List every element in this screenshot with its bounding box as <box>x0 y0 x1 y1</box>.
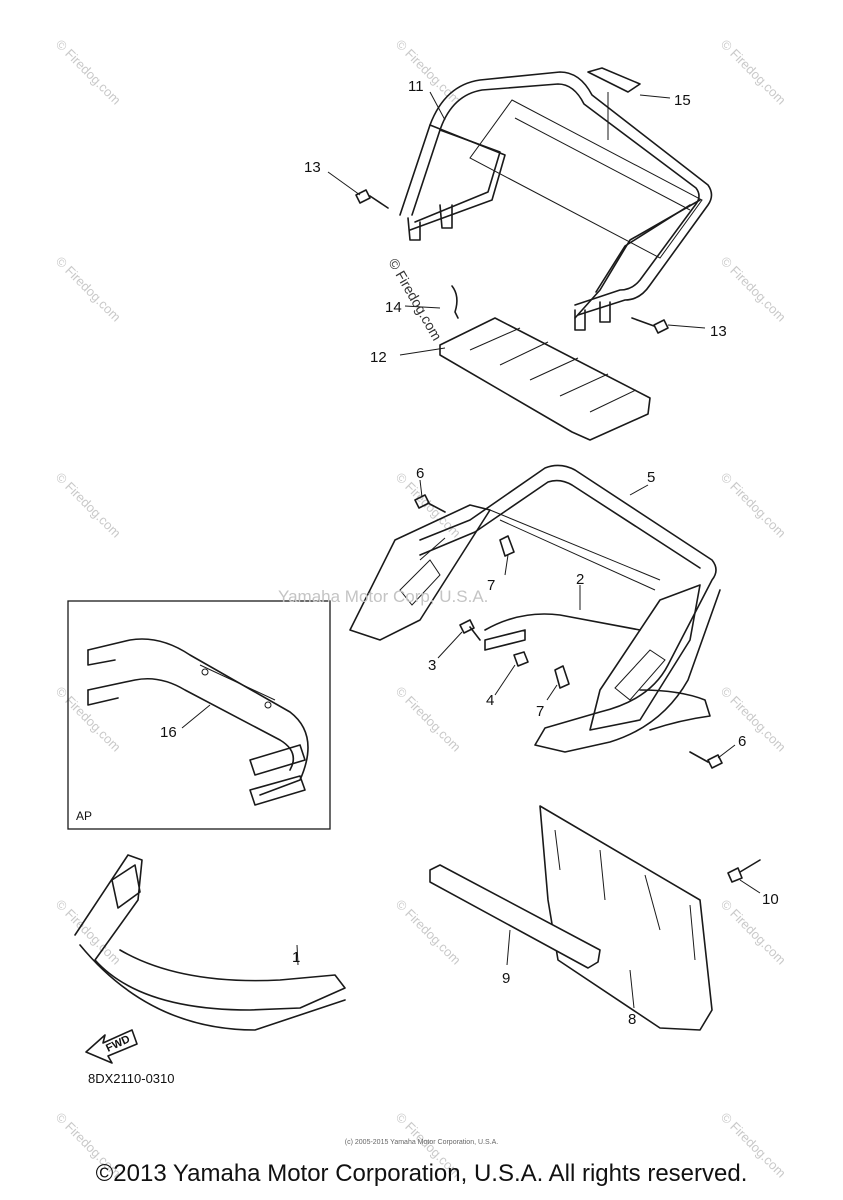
fwd-arrow: FWD <box>85 1029 138 1064</box>
part-12-deck-plate <box>439 317 651 441</box>
copyright-footer: ©2013 Yamaha Motor Corporation, U.S.A. A… <box>95 1160 748 1187</box>
watermark: © Firedog.com <box>718 37 789 108</box>
callout-4: 4 <box>486 692 494 709</box>
callout-3: 3 <box>428 657 436 674</box>
callout-5: 5 <box>647 469 655 486</box>
watermark: © Firedog.com <box>53 37 124 108</box>
tiny-copyright: (c) 2005-2015 Yamaha Motor Corporation, … <box>344 1139 499 1146</box>
callout-12: 12 <box>370 349 387 366</box>
diagram-code: 8DX2110-0310 <box>88 1071 175 1086</box>
callout-2: 2 <box>576 571 584 588</box>
callout-1: 1 <box>292 949 300 966</box>
watermark: © Firedog.com <box>718 684 789 755</box>
part-5-rear-frame <box>349 464 721 753</box>
callout-14: 14 <box>385 299 402 316</box>
callout-6a: 6 <box>416 465 424 482</box>
watermark: © Firedog.com <box>393 470 464 541</box>
callout-11: 11 <box>408 78 424 95</box>
leader-lines <box>181 91 761 1009</box>
watermark: © Firedog.com <box>393 37 464 108</box>
watermark: © Firedog.com <box>53 470 124 541</box>
watermark: © Firedog.com <box>53 897 124 968</box>
callout-13b: 13 <box>710 323 727 340</box>
watermark: © Firedog.com <box>393 897 464 968</box>
inset-ap <box>67 600 331 830</box>
inset-label: AP <box>76 809 92 823</box>
callout-10: 10 <box>762 891 779 908</box>
callout-7a: 7 <box>487 577 495 594</box>
part-2-bracket <box>484 613 711 731</box>
callout-8: 8 <box>628 1011 636 1028</box>
watermark: © Firedog.com <box>718 470 789 541</box>
callout-6b: 6 <box>738 733 746 750</box>
part-8-mud-flap <box>539 805 713 1031</box>
watermark: © Firedog.com <box>53 254 124 325</box>
part-11-rear-rack <box>399 71 713 331</box>
bolts-13-14 <box>355 189 669 334</box>
part-1-front-bumper <box>74 854 346 1031</box>
watermark: © Firedog.com <box>718 254 789 325</box>
callout-labels: 1 2 3 4 5 6 6 7 7 8 9 10 11 12 13 13 14 … <box>76 78 779 1086</box>
part-10-screw <box>727 859 761 883</box>
part-15-plate <box>587 67 641 140</box>
callout-7b: 7 <box>536 703 544 720</box>
callout-16: 16 <box>160 724 177 741</box>
watermark: © Firedog.com <box>393 684 464 755</box>
center-watermark: Yamaha Motor Corp, U.S.A. <box>278 587 488 606</box>
part-9-strip <box>429 864 601 969</box>
callout-13a: 13 <box>304 159 321 176</box>
callout-15: 15 <box>674 92 691 109</box>
callout-9: 9 <box>502 970 510 987</box>
